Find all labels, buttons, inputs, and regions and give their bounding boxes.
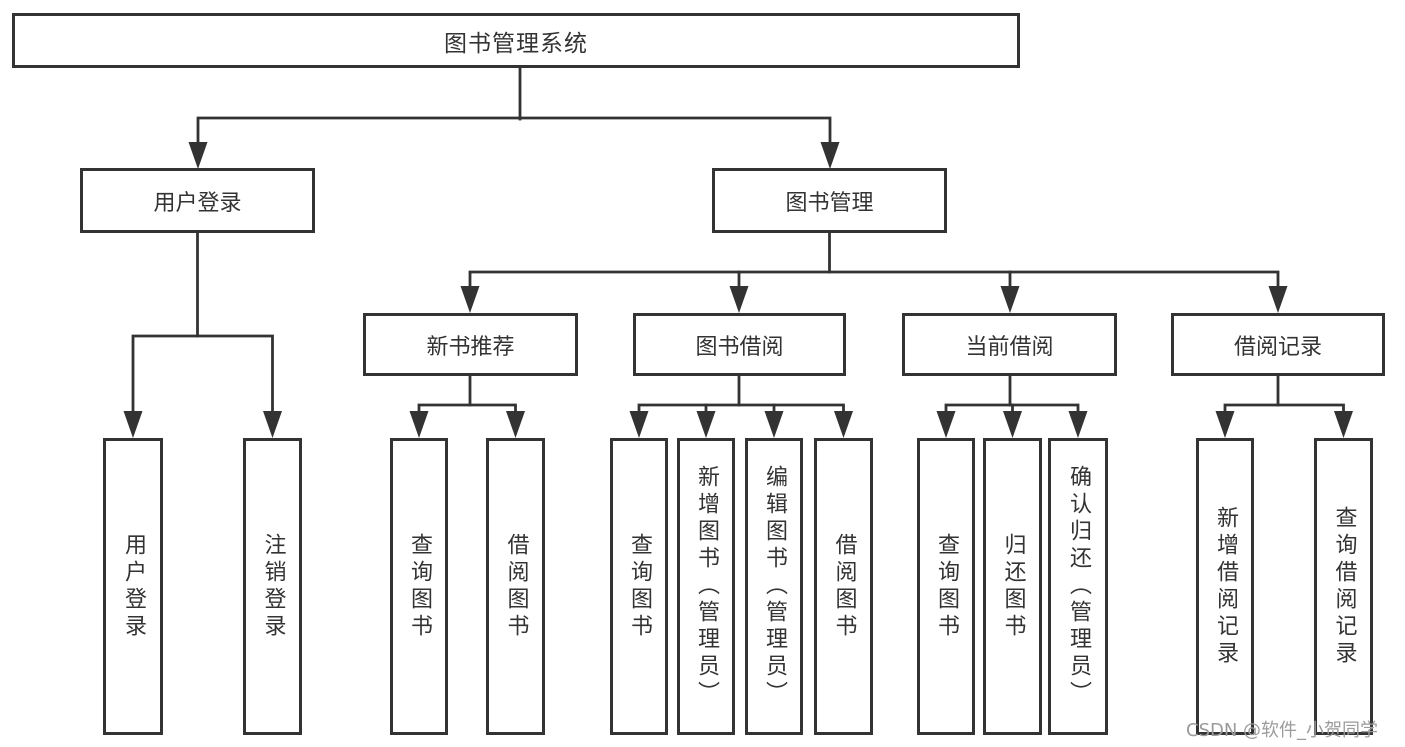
leaf-confirm-return-admin: 确认归还（管理员）	[1048, 438, 1108, 735]
node-label: 图书管理	[785, 190, 874, 216]
node-label: 查询图书	[627, 532, 652, 641]
leaf-borrow-books-borrowing: 借阅图书	[814, 438, 873, 735]
node-book-borrowing: 图书借阅	[633, 313, 846, 376]
leaf-edit-book-admin: 编辑图书（管理员）	[745, 438, 803, 735]
node-label: 新增图书（管理员）	[694, 465, 719, 708]
node-label: 查询借阅记录	[1331, 505, 1357, 668]
node-label: 编辑图书（管理员）	[762, 465, 787, 708]
node-label: 用户登录	[153, 190, 242, 216]
leaf-query-books-recommend: 查询图书	[390, 438, 448, 735]
node-borrowing-records: 借阅记录	[1171, 313, 1385, 376]
node-label: 借阅记录	[1233, 334, 1322, 360]
node-label: 新书推荐	[426, 334, 515, 360]
leaf-return-book: 归还图书	[983, 438, 1042, 735]
node-book-management: 图书管理	[712, 168, 947, 233]
node-label: 当前借阅	[965, 334, 1054, 360]
csdn-watermark: CSDN @软件_小贺同学	[1186, 720, 1379, 741]
node-current-borrowing: 当前借阅	[902, 313, 1117, 376]
node-new-book-recommendation: 新书推荐	[363, 313, 578, 376]
node-label: 图书借阅	[695, 334, 784, 360]
node-label: 新增借阅记录	[1213, 505, 1238, 668]
node-label: 借阅图书	[831, 532, 857, 641]
arrowheads	[123, 142, 1353, 438]
leaf-query-books-borrowing: 查询图书	[610, 438, 668, 735]
node-label: 图书管理系统	[444, 30, 588, 57]
node-user-login: 用户登录	[80, 168, 315, 233]
leaf-user-login: 用户登录	[103, 438, 163, 735]
leaf-query-borrow-record: 查询借阅记录	[1314, 438, 1373, 735]
node-label: 借阅图书	[503, 532, 529, 641]
leaf-borrow-books-recommend: 借阅图书	[486, 438, 545, 735]
node-library-system: 图书管理系统	[12, 13, 1020, 68]
node-label: 确认归还（管理员）	[1066, 465, 1091, 708]
node-label: 归还图书	[1000, 532, 1026, 641]
node-label: 用户登录	[121, 532, 146, 641]
leaf-add-book-admin: 新增图书（管理员）	[677, 438, 735, 735]
leaf-query-books-current: 查询图书	[917, 438, 975, 735]
node-label: 注销登录	[260, 532, 286, 641]
node-label: 查询图书	[407, 532, 432, 641]
leaf-add-borrow-record: 新增借阅记录	[1196, 438, 1254, 735]
leaf-logout: 注销登录	[243, 438, 302, 735]
node-label: 查询图书	[934, 532, 959, 641]
